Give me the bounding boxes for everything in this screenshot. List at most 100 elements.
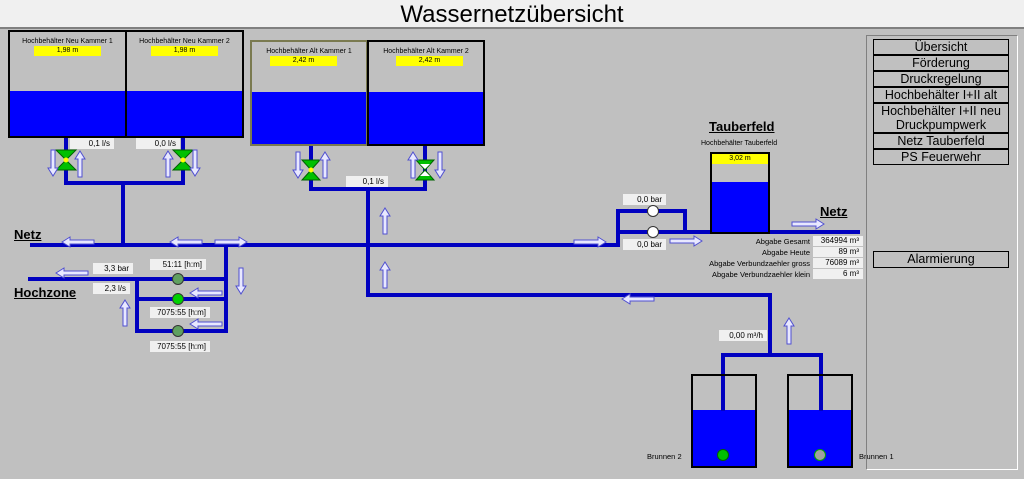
tank-label: Hochbehälter Neu Kammer 1: [22, 38, 113, 45]
flow-arrow-icon: [189, 149, 201, 177]
water-level: [252, 92, 366, 144]
flow-arrow-icon: [379, 207, 391, 235]
nav-button[interactable]: Übersicht: [873, 39, 1009, 55]
tauber-pump-bottom[interactable]: [647, 226, 659, 238]
level-value: 3,02 m: [712, 154, 768, 164]
brunnen-1-label: Brunnen 1: [859, 452, 894, 461]
tank-label: Hochbehälter Alt Kammer 1: [266, 48, 352, 55]
flow-arrow-icon: [235, 267, 247, 295]
flow-arrow-icon: [189, 318, 223, 330]
flow-arrow-icon: [119, 299, 131, 327]
flow-arrow-icon: [407, 151, 419, 179]
flow-arrow-icon: [189, 287, 223, 299]
tank-label: Hochbehälter Alt Kammer 2: [383, 48, 469, 55]
valve-icon[interactable]: [54, 149, 78, 171]
flow-arrow-icon: [319, 151, 331, 179]
brunnen-1-pump[interactable]: [814, 449, 826, 461]
neu-k1-flow: 0,1 l/s: [70, 138, 114, 149]
tank-alt-kammer-2[interactable]: Hochbehälter Alt Kammer 2 2,42 m: [367, 40, 485, 146]
tank-neu-kammer-2[interactable]: Hochbehälter Neu Kammer 2 1,98 m: [125, 30, 244, 138]
hochzone-pump-2[interactable]: [172, 293, 184, 305]
tank-tauberfeld[interactable]: 3,02 m: [710, 152, 770, 234]
abgabe-value: 89 m³: [813, 247, 863, 257]
pipe: [768, 293, 772, 357]
neu-k2-flow: 0,0 l/s: [136, 138, 180, 149]
flow-arrow-icon: [783, 317, 795, 345]
pipe: [366, 187, 370, 297]
nav-button[interactable]: Druckregelung: [873, 71, 1009, 87]
netz-label-right: Netz: [820, 204, 848, 219]
flow-arrow-icon: [55, 267, 89, 279]
nav-button[interactable]: Hochbehälter I+II alt: [873, 87, 1009, 103]
nav-button[interactable]: Förderung: [873, 55, 1009, 71]
nav-button[interactable]: PS Feuerwehr: [873, 149, 1009, 165]
alarmierung-button[interactable]: Alarmierung: [873, 251, 1009, 268]
nav-button[interactable]: Netz Tauberfeld: [873, 133, 1009, 149]
hochzone-label: Hochzone: [14, 285, 77, 300]
flow-arrow-icon: [74, 150, 86, 178]
nav-button[interactable]: Hochbehälter I+II neu Druckpumpwerk: [873, 103, 1009, 133]
flow-arrow-icon: [573, 236, 607, 248]
tank-neu-kammer-1[interactable]: Hochbehälter Neu Kammer 1 1,98 m: [8, 30, 127, 138]
water-level: [10, 91, 125, 136]
water-level: [712, 182, 768, 232]
pipe: [224, 245, 228, 333]
flow-arrow-icon: [169, 236, 203, 248]
abgabe-label: Abgabe Heute: [762, 248, 810, 257]
pipe: [616, 209, 620, 247]
pipe: [721, 376, 725, 411]
tauberfeld-heading: Tauberfeld: [709, 119, 775, 134]
tank-label: Hochbehälter Tauberfeld: [701, 140, 778, 147]
valve-icon[interactable]: [414, 159, 436, 181]
hochzone-pump-3[interactable]: [172, 325, 184, 337]
level-value: 1,98 m: [151, 46, 218, 56]
pipe-netz: [30, 243, 620, 247]
pipe: [721, 353, 823, 357]
water-level: [127, 91, 242, 136]
abgabe-label: Abgabe Verbundzaehler klein: [712, 270, 810, 279]
hochzone-pump-1[interactable]: [172, 273, 184, 285]
flow-arrow-icon: [292, 151, 304, 179]
pipe: [135, 277, 139, 333]
pump2-runtime: 7075:55 [h:m]: [150, 307, 210, 318]
brunnen-2-label: Brunnen 2: [647, 452, 682, 461]
flow-arrow-icon: [379, 261, 391, 289]
tauber-pump-top[interactable]: [647, 205, 659, 217]
pump1-runtime: 51:11 [h:m]: [150, 259, 206, 270]
pipe: [366, 293, 772, 297]
abgabe-label: Abgabe Gesamt: [755, 237, 810, 246]
flow-arrow-icon: [621, 293, 655, 305]
level-value: 2,42 m: [270, 56, 337, 66]
brunnen-2-pump[interactable]: [717, 449, 729, 461]
pipe-hochzone: [28, 277, 228, 281]
level-value: 2,42 m: [396, 56, 463, 66]
abgabe-value: 76089 m³: [813, 258, 863, 268]
pipe: [121, 181, 125, 247]
water-level: [369, 92, 483, 144]
valve-icon[interactable]: [171, 149, 195, 171]
abgabe-value: 364994 m³: [813, 236, 863, 246]
hochzone-pressure: 3,3 bar: [93, 263, 133, 274]
tauber-pump-bottom-pressure: 0,0 bar: [623, 239, 666, 250]
alt-flow: 0,1 l/s: [346, 176, 388, 187]
flow-arrow-icon: [791, 218, 825, 230]
pump3-runtime: 7075:55 [h:m]: [150, 341, 210, 352]
tauber-pump-top-pressure: 0,0 bar: [623, 194, 666, 205]
abgabe-label: Abgabe Verbundzaehler gross: [709, 259, 810, 268]
tank-label: Hochbehälter Neu Kammer 2: [139, 38, 230, 45]
abgabe-value: 6 m³: [813, 269, 863, 279]
netz-label-left: Netz: [14, 227, 42, 242]
flow-arrow-icon: [434, 151, 446, 179]
tank-alt-kammer-1[interactable]: Hochbehälter Alt Kammer 1 2,42 m: [250, 40, 368, 146]
flow-arrow-icon: [669, 235, 703, 247]
hochzone-flow: 2,3 l/s: [93, 283, 130, 294]
flow-arrow-icon: [61, 236, 95, 248]
page-title: Wassernetzübersicht: [0, 0, 1024, 29]
level-value: 1,98 m: [34, 46, 101, 56]
flow-arrow-icon: [214, 236, 248, 248]
pipe: [683, 209, 687, 234]
brunnen-flow: 0,00 m³/h: [719, 330, 767, 341]
valve-icon[interactable]: [300, 159, 322, 181]
flow-arrow-icon: [162, 150, 174, 178]
